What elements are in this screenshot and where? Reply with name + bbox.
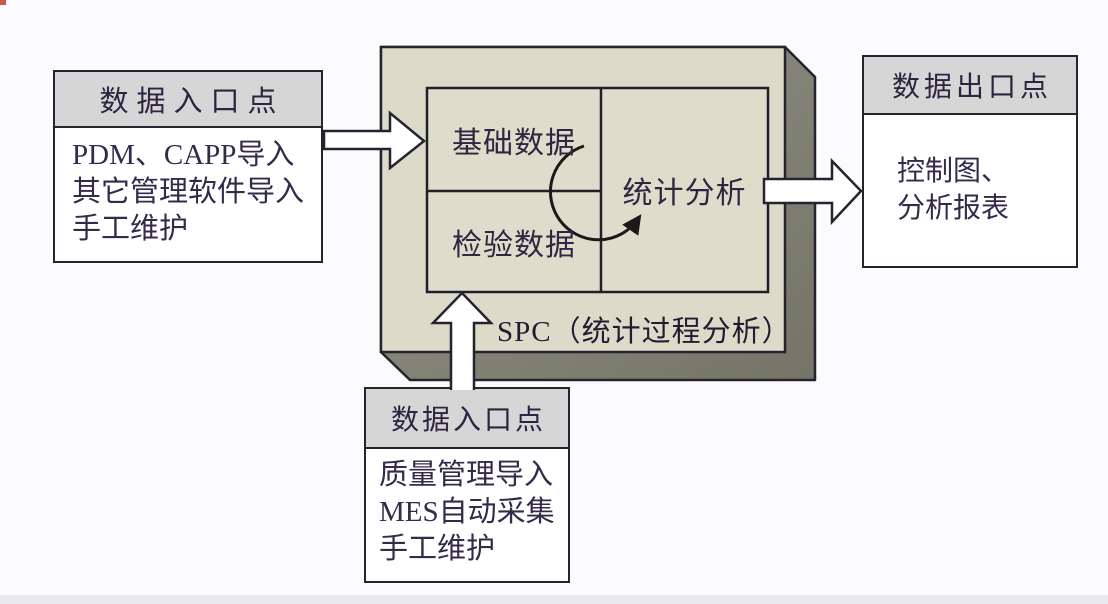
left-box-line-1: PDM、CAPP导入 [72,139,295,171]
cell-inspection-data: 检验数据 [452,228,576,262]
left-box-header: 数据入口点 [55,72,321,128]
data-entry-box-bottom: 数据入口点 质量管理导入 MES自动采集 手工维护 [364,387,570,583]
bottom-box-line-1: 质量管理导入 [379,459,554,491]
left-box-line-3: 手工维护 [72,213,189,245]
cell-basic-data: 基础数据 [452,126,576,160]
red-corner-mark [0,0,6,5]
bottom-box-line-3: 手工维护 [379,533,496,565]
spc-caption: SPC（统计过程分析） [497,316,792,348]
data-entry-box-left: 数据入口点 PDM、CAPP导入 其它管理软件导入 手工维护 [53,70,323,263]
cell-statistical-analysis: 统计分析 [622,177,747,210]
left-box-body: PDM、CAPP导入 其它管理软件导入 手工维护 [55,128,321,248]
left-box-line-2: 其它管理软件导入 [72,176,305,208]
data-exit-box: 数据出口点 控制图、 分析报表 [862,55,1078,268]
footer-strip [0,595,1108,604]
right-box-line-1: 控制图、 [897,156,1010,187]
cycle-arrow-icon [549,144,642,242]
right-box-body: 控制图、 分析报表 [864,115,1076,227]
right-box-line-2: 分析报表 [897,193,1010,224]
bottom-box-header: 数据入口点 [366,389,568,449]
bottom-box-line-2: MES自动采集 [379,496,555,528]
bottom-box-body: 质量管理导入 MES自动采集 手工维护 [366,449,568,568]
right-box-header: 数据出口点 [864,57,1076,115]
